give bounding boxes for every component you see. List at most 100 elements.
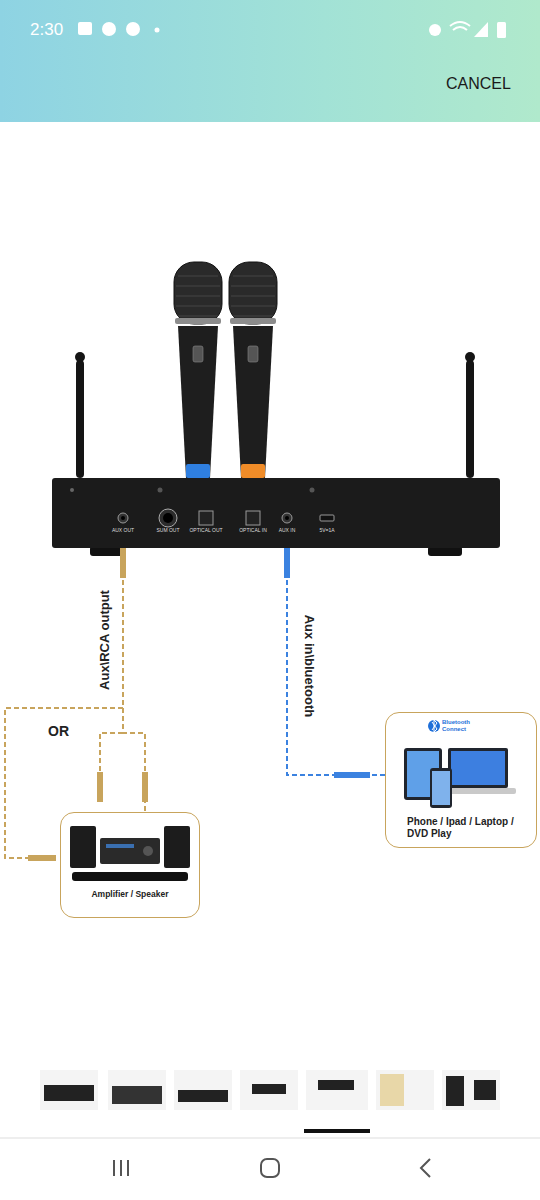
nav-recent-icon — [114, 1160, 128, 1176]
microphone-body — [233, 326, 273, 478]
cable-connector — [287, 548, 385, 775]
port-label: SUM OUT — [156, 527, 179, 533]
box-label: Bluetooth Connect — [442, 719, 486, 733]
status-dot — [155, 28, 160, 33]
battery-icon — [497, 22, 506, 38]
tablet-display — [407, 751, 439, 797]
screw — [158, 488, 163, 493]
output-device-box: Amplifier / Speaker — [60, 812, 200, 918]
clock-time: 2:30 — [30, 20, 63, 40]
jack-hole — [285, 516, 289, 520]
rca-plug — [142, 772, 148, 802]
bluetooth-icon — [428, 720, 440, 732]
cable-branch — [5, 708, 123, 858]
phone-display — [432, 771, 450, 805]
source-device-box: Bluetooth ConnectPhone / Ipad / Laptop /… — [385, 712, 537, 848]
thumbnail-art — [44, 1085, 94, 1101]
grille-mesh — [231, 276, 275, 316]
laptop-screen — [448, 748, 508, 788]
port-label: OPTICAL OUT — [189, 527, 222, 533]
amplifier — [100, 838, 160, 864]
microphone-body — [178, 326, 218, 478]
divider — [0, 1138, 540, 1139]
cable-label: Aux\RCA output — [98, 590, 111, 690]
amp-display — [106, 844, 134, 848]
status-icons — [0, 0, 540, 122]
speaker — [70, 826, 96, 868]
thumbnail-art — [252, 1084, 286, 1094]
microphone-grille — [174, 262, 222, 324]
status-icon — [78, 22, 92, 35]
status-icon — [102, 22, 116, 36]
jack-hole — [163, 513, 173, 523]
thumbnail — [108, 1070, 166, 1110]
microphone-ring — [230, 318, 276, 324]
thumbnail — [306, 1070, 368, 1110]
mic-color-band — [186, 464, 210, 478]
microphone-grille — [229, 262, 277, 324]
speaker — [164, 826, 190, 868]
optical-out-port — [199, 511, 213, 525]
thumbnail-art — [446, 1076, 464, 1106]
optical-in-port — [246, 511, 260, 525]
mic-color-band — [241, 464, 265, 478]
box-label: Phone / Ipad / Laptop / DVD Play — [407, 816, 535, 840]
aux-out-jack — [118, 513, 128, 523]
thumbnail-art — [318, 1080, 354, 1090]
alarm-icon — [429, 24, 441, 36]
cable-branch — [100, 733, 123, 772]
aux-plug — [28, 855, 56, 861]
port-label: OPTICAL IN — [239, 527, 267, 533]
thumbnail-art — [474, 1080, 496, 1100]
laptop-base — [440, 788, 516, 794]
receiver-panel: AUX OUT SUM OUT OPTICAL OUT OPTICAL IN AUX I… — [52, 478, 500, 548]
laptop-display — [451, 751, 505, 785]
phone — [430, 768, 452, 808]
selected-indicator — [304, 1129, 370, 1133]
usb-port — [320, 515, 334, 521]
nav-home-icon — [261, 1159, 279, 1177]
antenna-tip — [75, 352, 85, 362]
thumbnail — [174, 1070, 232, 1110]
or-note: OR — [48, 723, 69, 740]
screw — [310, 488, 315, 493]
rca-plug — [97, 772, 103, 802]
signal-icon — [474, 22, 488, 37]
mic-switch — [248, 346, 258, 362]
tablet — [404, 748, 442, 800]
cable-connector — [123, 548, 145, 812]
thumbnail-art — [112, 1086, 162, 1104]
wifi-icon — [450, 22, 470, 30]
port-label: AUX OUT — [112, 527, 134, 533]
antenna — [466, 360, 474, 478]
aux-plug — [334, 772, 370, 778]
thumbnail — [376, 1070, 434, 1110]
sum-out-jack — [159, 509, 177, 527]
gold-plug — [120, 548, 126, 578]
grille-mesh — [176, 276, 220, 316]
antenna — [76, 360, 84, 478]
blue-plug — [284, 548, 290, 578]
cable-label: Aux in\bluetooth — [303, 615, 316, 718]
app-header — [0, 0, 540, 122]
port-label: AUX IN — [279, 527, 296, 533]
thumbnail — [442, 1070, 500, 1110]
status-icon — [126, 22, 140, 36]
jack-hole — [121, 516, 125, 520]
box-label: Amplifier / Speaker — [61, 889, 199, 899]
nav-back-icon — [421, 1159, 430, 1177]
screw — [70, 488, 74, 492]
mic-switch — [193, 346, 203, 362]
thumbnail — [240, 1070, 298, 1110]
amp-knob — [143, 846, 153, 856]
bluetooth-glyph — [432, 720, 437, 732]
port-label: 5V=1A — [319, 527, 334, 533]
thumbnail-art — [380, 1074, 404, 1106]
thumbnail — [40, 1070, 98, 1110]
microphone-ring — [175, 318, 221, 324]
cancel-button: CANCEL — [446, 74, 511, 93]
aux-in-jack — [282, 513, 292, 523]
